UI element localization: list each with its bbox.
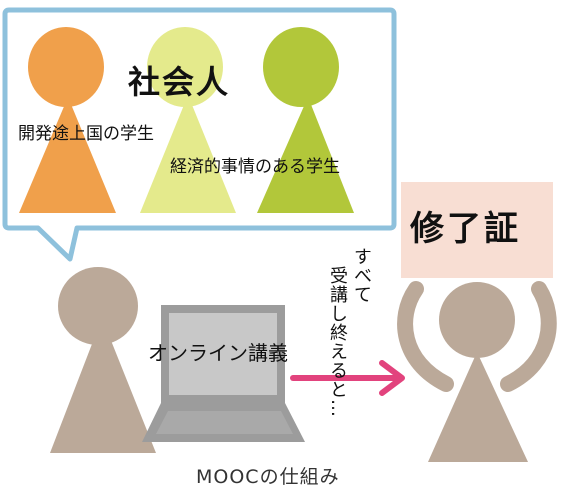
figure-learner [50,267,156,453]
certificate-card [401,182,553,278]
certificate-label: 修了証 [410,209,521,249]
economic-hardship-student-label: 経済的事情のある学生 [170,157,340,177]
figure-pale-student [140,27,236,213]
figure-orange-student [19,27,116,213]
diagram-caption: MOOCの仕組み [196,466,340,488]
figure-green-student [257,27,354,213]
society-label: 社会人 [128,63,231,101]
developing-country-student-label: 開発途上国の学生 [18,124,154,144]
online-lecture-label: オンライン講義 [148,341,288,365]
figure-graduate [397,281,557,462]
arrow-icon [290,360,405,396]
completion-text-line1: すべて [351,247,372,304]
laptop [142,305,305,442]
completion-text-line2: 受講し終えると… [327,266,348,418]
